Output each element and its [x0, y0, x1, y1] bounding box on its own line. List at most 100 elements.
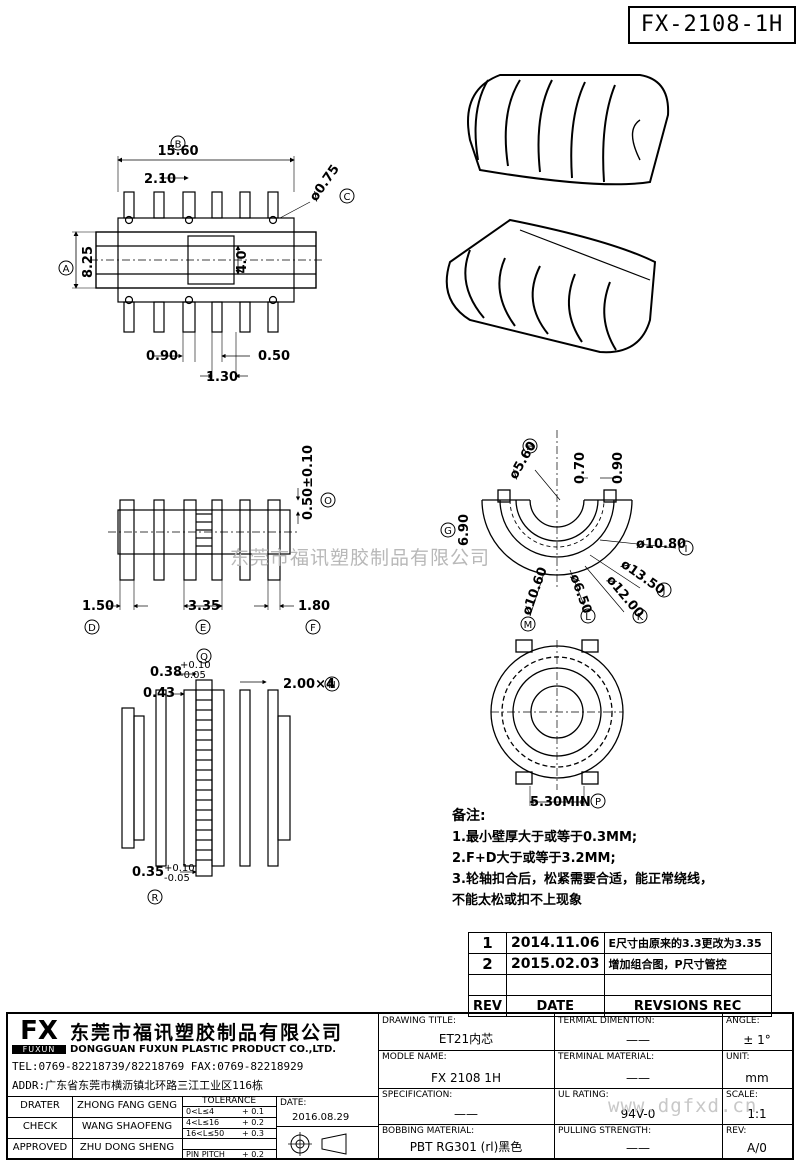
svg-text:0.35: 0.35: [132, 865, 164, 880]
svg-text:C: C: [344, 192, 351, 203]
terminal-dimention-field: TERMIAL DIMENTION:——: [558, 1016, 655, 1047]
drawing-title-field: DRAWING TITLE:ET21内芯: [382, 1016, 494, 1046]
terminal-material-field: TERMINAL MATERIAL:——: [558, 1052, 655, 1085]
svg-text:0.50±0.10: 0.50±0.10: [301, 445, 316, 520]
watermark-company: 东莞市福讯塑胶制品有限公司: [230, 547, 491, 569]
svg-text:K: K: [637, 612, 644, 623]
company-name-en: DONGGUAN FUXUN PLASTIC PRODUCT CO.,LTD.: [70, 1044, 337, 1055]
tol-range: PIN PITCH: [186, 1150, 225, 1159]
note-item: 2.F+D大于或等于3.2MM;: [452, 851, 616, 866]
company-address: ADDR:广东省东莞市横沥镇北环路三江工业区116栋: [12, 1079, 263, 1092]
scale-field: SCALE:1:1: [726, 1090, 767, 1121]
company-logo: FX FUXUN: [12, 1018, 66, 1056]
tol-value: + 0.3: [242, 1129, 264, 1138]
svg-text:-0.05: -0.05: [164, 873, 190, 884]
role-check: CHECK: [22, 1121, 58, 1132]
end-view: [481, 430, 677, 617]
end-view-dims: H ø5.60 0.70 0.90 G 6.90 ø10.80 I ø13.50…: [440, 438, 694, 632]
company-tel: TEL:0769-82218739/82218769 FAX:0769-8221…: [12, 1060, 304, 1073]
rev-number: 2: [468, 953, 507, 975]
watermark-url: www.dgfxd.cn: [608, 1095, 758, 1117]
revision-row: 2 2015.02.03 增加组合图，P尺寸管控: [468, 953, 772, 975]
specification-field: SPECIFICATION:——: [382, 1090, 478, 1121]
role-drater: DRATER: [20, 1100, 60, 1111]
svg-text:J: J: [662, 586, 666, 597]
bottom-view: [490, 639, 624, 806]
svg-text:F: F: [310, 623, 316, 634]
svg-text:ø10.60: ø10.60: [520, 565, 551, 617]
role-approved: APPROVED: [12, 1142, 68, 1153]
tol-range: 4<L≤16: [186, 1118, 220, 1127]
svg-text:2.00×4: 2.00×4: [283, 677, 335, 692]
title-block: FX FUXUN 东莞市福讯塑胶制品有限公司 DONGGUAN FUXUN PL…: [6, 1012, 794, 1160]
svg-text:R: R: [152, 893, 159, 904]
svg-text:G: G: [444, 526, 452, 537]
svg-text:A: A: [63, 264, 70, 275]
date-value: 2016.08.29: [292, 1112, 350, 1123]
svg-text:0.90: 0.90: [146, 349, 178, 364]
name-approved: ZHU DONG SHENG: [79, 1142, 175, 1153]
svg-text:8.25: 8.25: [81, 246, 96, 278]
notes: 备注: 1.最小壁厚大于或等于0.3MM; 2.F+D大于或等于3.2MM; 3…: [452, 806, 772, 911]
rev-date: 2014.11.06: [505, 932, 605, 954]
tol-range: 0<L≤4: [186, 1107, 215, 1116]
side-view: [106, 488, 301, 610]
rev-header: REV: [468, 995, 507, 1017]
note-item: 不能太松或扣不上现象: [452, 893, 583, 908]
svg-text:1.50: 1.50: [82, 599, 114, 614]
modle-name-field: MODLE NAME:FX 2108 1H: [382, 1052, 501, 1085]
projection-symbol-icon: [288, 1132, 347, 1156]
svg-text:ø5.60: ø5.60: [506, 439, 539, 482]
svg-text:2.10: 2.10: [144, 172, 176, 187]
revision-table: 1 2014.11.06 E尺寸由原来的3.3更改为3.35 2 2015.02…: [468, 932, 772, 1017]
svg-text:D: D: [88, 623, 96, 634]
svg-text:0.70: 0.70: [573, 452, 588, 484]
svg-text:M: M: [524, 620, 533, 631]
note-item: 1.最小壁厚大于或等于0.3MM;: [452, 830, 638, 845]
svg-text:0.43: 0.43: [143, 686, 175, 701]
date-label: DATE:: [280, 1098, 307, 1108]
rev-number: 1: [468, 932, 507, 954]
top-view-dims: B 15.60 2.10 ø0.75 C A 8.25 4.0 0.90 0.5…: [58, 135, 355, 385]
notes-title: 备注:: [452, 808, 486, 824]
svg-text:1.80: 1.80: [298, 599, 330, 614]
svg-text:B: B: [175, 140, 182, 151]
svg-text:0.50: 0.50: [258, 349, 290, 364]
svg-text:4.0: 4.0: [235, 250, 250, 273]
svg-text:ø0.75: ø0.75: [307, 162, 343, 204]
tol-range: 16<L≤50: [186, 1129, 225, 1138]
svg-text:H: H: [526, 442, 534, 453]
rev-record: E尺寸由原来的3.3更改为3.35: [603, 932, 772, 954]
rec-header: REVSIONS REC: [603, 995, 772, 1017]
top-view: [72, 156, 322, 380]
rev-record: 增加组合图，P尺寸管控: [603, 953, 772, 975]
tolerance-header: TOLERANCE: [201, 1096, 257, 1106]
tol-value: + 0.2: [242, 1150, 264, 1159]
revision-header: REV DATE REVSIONS REC: [468, 995, 772, 1017]
tol-value: + 0.2: [242, 1118, 264, 1127]
bottom-view-dims: 5.30MIN P: [530, 793, 606, 810]
part-number: FX-2108-1H: [628, 6, 796, 44]
name-check: WANG SHAOFENG: [81, 1121, 173, 1132]
svg-text:0.38: 0.38: [150, 665, 182, 680]
svg-text:+0.10: +0.10: [164, 863, 195, 874]
svg-text:O: O: [324, 496, 332, 507]
side-view-dims: 0.50±0.10 O 1.50 3.35 1.80 D E F: [82, 445, 336, 635]
svg-text:15.60: 15.60: [157, 144, 198, 159]
svg-text:ø10.80: ø10.80: [636, 537, 686, 552]
rev-field: REV:A/0: [726, 1126, 767, 1155]
svg-text:+0.10: +0.10: [180, 660, 211, 671]
revision-row: 1 2014.11.06 E尺寸由原来的3.3更改为3.35: [468, 932, 772, 954]
svg-text:L: L: [585, 612, 591, 623]
svg-text:3.35: 3.35: [188, 599, 220, 614]
svg-text:1.30: 1.30: [206, 370, 238, 385]
svg-text:E: E: [200, 623, 206, 634]
revision-row-empty: [468, 974, 772, 996]
tol-value: + 0.1: [242, 1107, 264, 1116]
note-item: 3.轮轴扣合后，松紧需要合适，能正常绕线，: [452, 872, 713, 887]
svg-text:P: P: [595, 797, 601, 808]
bobbing-material-field: BOBBING MATERIAL:PBT RG301 (rl)黑色: [382, 1126, 523, 1154]
ul-rating-field: UL RATING:94V-0: [558, 1090, 656, 1121]
svg-text:5.30MIN: 5.30MIN: [530, 795, 591, 810]
